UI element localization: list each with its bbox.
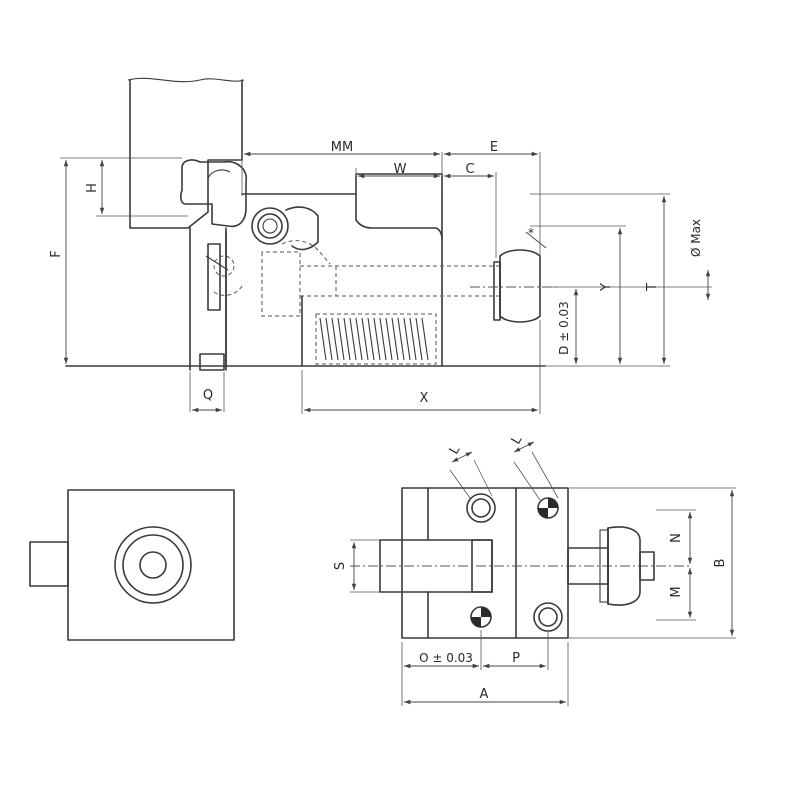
top-view: S N M B O ± 0.03 P A L L <box>333 433 736 706</box>
spindle-post <box>127 77 245 229</box>
label-y: Y <box>599 283 614 292</box>
side-dimension-lines <box>63 151 711 413</box>
label-star: * <box>528 226 534 240</box>
hidden-bore <box>261 240 500 317</box>
label-l-left: L <box>447 443 464 457</box>
label-o-max: Ø Max <box>689 219 703 257</box>
clamp-pad <box>470 249 560 323</box>
bolt-hole-bottom-right <box>533 602 563 632</box>
label-c: C <box>465 162 474 177</box>
label-b: B <box>713 559 728 568</box>
label-x: X <box>420 391 429 406</box>
side-view: MM E W C H F Q X D ± 0.03 Y T Ø Max * <box>49 77 712 414</box>
label-l-right: L <box>509 433 526 447</box>
label-s: S <box>333 562 348 570</box>
label-a: A <box>480 687 489 702</box>
label-f: F <box>49 250 64 257</box>
label-n: N <box>669 533 684 543</box>
label-q: Q <box>203 388 213 403</box>
l-dimensions <box>449 441 559 501</box>
label-o: O ± 0.03 <box>419 651 473 665</box>
top-dimension-lines <box>351 490 735 705</box>
bolt-hole-top-left <box>466 493 496 523</box>
clamp-lever <box>180 159 248 371</box>
dowel-marker-bottom <box>470 606 492 628</box>
label-h: H <box>85 183 100 193</box>
label-e: E <box>490 140 498 155</box>
spring <box>315 313 437 365</box>
main-body <box>65 173 546 367</box>
label-p: P <box>512 651 520 666</box>
label-t: T <box>645 283 660 292</box>
top-extension-lines <box>350 487 736 706</box>
front-view <box>29 489 235 641</box>
label-d: D ± 0.03 <box>557 301 571 355</box>
side-extension-lines <box>60 152 712 414</box>
dowel-marker-top-right <box>537 497 559 519</box>
pivot-pin <box>251 206 319 251</box>
pad-top-view <box>567 526 655 606</box>
label-mm: MM <box>331 140 353 155</box>
label-w: W <box>394 162 407 177</box>
label-m: M <box>669 586 684 597</box>
